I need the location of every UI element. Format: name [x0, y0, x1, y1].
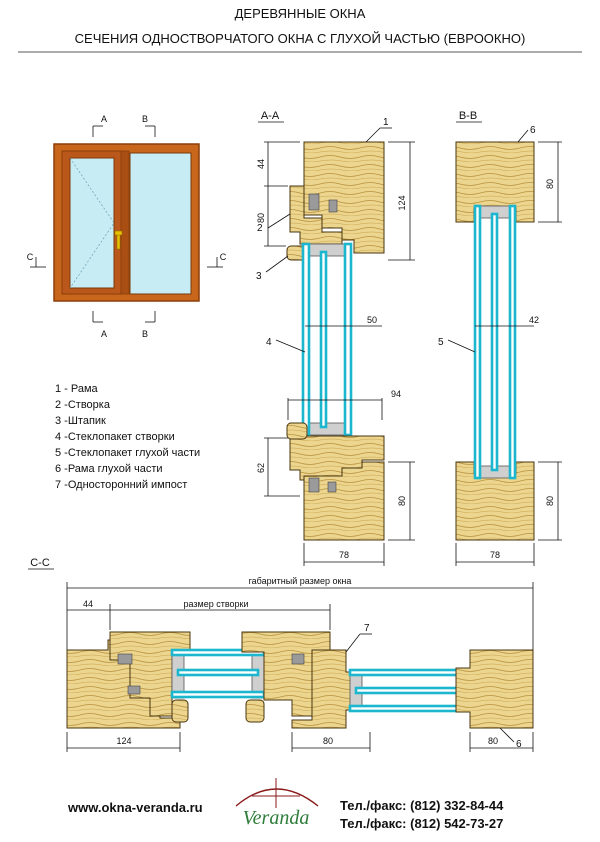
veranda-logo: Veranda — [235, 778, 319, 829]
cut-label-c-right: C — [220, 252, 227, 262]
cc-dim-124: 124 — [116, 736, 131, 746]
aa-callout-2: 2 — [257, 223, 263, 234]
aa-callout-4: 4 — [266, 337, 272, 348]
bb-glass-pane-1 — [473, 204, 482, 480]
cc-right-glass-3 — [348, 704, 470, 713]
aa-glass-pane-1 — [301, 242, 311, 437]
phone-1: Тел./факс: (812) 332-84-44 — [340, 798, 504, 813]
logo-arc-icon — [235, 788, 319, 807]
footer: www.okna-veranda.ru Veranda Тел./факс: (… — [67, 778, 504, 831]
bb-callout-5: 5 — [438, 337, 444, 348]
aa-dim-50: 50 — [367, 315, 377, 325]
bb-glass-pane-3 — [508, 204, 517, 480]
aa-sash-top — [289, 185, 343, 245]
window-left-glass — [69, 157, 115, 289]
cc-dim-80-mid: 80 — [323, 736, 333, 746]
cc-callout-6: 6 — [516, 739, 522, 750]
legend-item-4: 4 -Стеклопакет створки — [55, 431, 175, 443]
bb-dim-80-bottom: 80 — [545, 496, 555, 506]
cc-right-glass-1 — [348, 668, 470, 677]
aa-stop-bead-bottom — [286, 422, 308, 440]
window-right-glass — [129, 152, 192, 295]
aa-dim-80-top: 80 — [256, 213, 266, 223]
cc-bead-left — [171, 699, 189, 723]
cut-label-a-bottom: A — [101, 329, 107, 339]
legend-item-1: 1 - Рама — [55, 383, 99, 395]
aa-glass-pane-3 — [343, 242, 353, 437]
page-subtitle: СЕЧЕНИЯ ОДНОСТВОРЧАТОГО ОКНА С ГЛУХОЙ ЧА… — [75, 31, 526, 46]
phone-2: Тел./факс: (812) 542-73-27 — [340, 816, 503, 831]
window-mullion — [120, 150, 130, 295]
aa-dim-78: 78 — [339, 550, 349, 560]
section-cc: C-C габаритный размер окна 44 размер ств… — [28, 557, 534, 752]
legend-item-6: 6 -Рама глухой части — [55, 463, 163, 475]
aa-dim-44: 44 — [256, 159, 266, 169]
cc-dim-44: 44 — [83, 599, 93, 609]
section-aa: A-A 44 80 124 50 — [256, 110, 415, 566]
cut-label-b-bottom: B — [142, 329, 148, 339]
aa-glass-pane-2 — [319, 250, 328, 429]
cc-bead-mid — [245, 699, 265, 723]
aa-dim-80-bottom: 80 — [397, 496, 407, 506]
legend-item-5: 5 -Стеклопакет глухой части — [55, 447, 200, 459]
handle-base-icon — [114, 230, 123, 236]
cc-dim-80-right: 80 — [488, 736, 498, 746]
cut-label-c-left: C — [27, 252, 34, 262]
cc-frame-right — [455, 649, 534, 729]
aa-callout-3: 3 — [256, 271, 262, 282]
aa-dim-124: 124 — [397, 195, 407, 210]
aa-dim-62: 62 — [256, 463, 266, 473]
bb-dim-80-top: 80 — [545, 179, 555, 189]
cc-dim-sash: размер створки — [183, 599, 248, 609]
window-front-view: A B A B C C — [27, 114, 227, 339]
cc-callout-7: 7 — [364, 623, 370, 634]
cc-left-glass-2 — [176, 668, 260, 677]
bb-callout-6: 6 — [530, 125, 536, 136]
handle-icon — [116, 232, 121, 250]
section-bb: B-B 80 42 80 78 6 5 — [438, 110, 562, 566]
aa-dim-94: 94 — [391, 389, 401, 399]
logo-text: Veranda — [243, 807, 310, 829]
cut-label-b-top: B — [142, 114, 148, 124]
cc-sash-right — [241, 631, 331, 717]
section-aa-title: A-A — [261, 110, 280, 122]
aa-frame-bottom — [303, 461, 385, 541]
legend-item-7: 7 -Односторонний импост — [55, 479, 187, 491]
bb-glass-pane-2 — [490, 212, 499, 472]
section-cc-title: C-C — [30, 557, 50, 569]
legend-item-3: 3 -Штапик — [55, 415, 106, 427]
cc-left-glass-3 — [170, 690, 266, 699]
aa-callout-1: 1 — [383, 117, 389, 128]
legend-item-2: 2 -Створка — [55, 399, 111, 411]
cut-label-a-top: A — [101, 114, 107, 124]
bb-dim-78: 78 — [490, 550, 500, 560]
cc-right-glass-2 — [354, 686, 464, 695]
page-title: ДЕРЕВЯННЫЕ ОКНА — [235, 6, 366, 21]
website-link[interactable]: www.okna-veranda.ru — [67, 800, 203, 815]
bb-dim-42: 42 — [529, 315, 539, 325]
cc-impost — [291, 649, 357, 729]
legend: 1 - Рама 2 -Створка 3 -Штапик 4 -Стеклоп… — [55, 383, 200, 491]
section-bb-title: B-B — [459, 110, 477, 122]
cc-dim-overall: габаритный размер окна — [249, 576, 352, 586]
